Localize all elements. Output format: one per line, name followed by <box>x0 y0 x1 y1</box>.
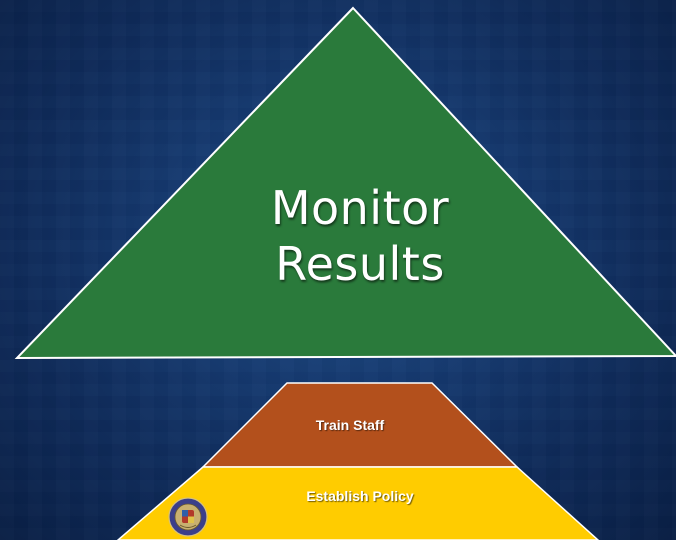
county-seal-icon <box>168 497 208 537</box>
establish-policy-trapezoid <box>116 466 600 540</box>
monitor-results-line1: Monitor <box>270 181 450 235</box>
monitor-results-label: Monitor Results <box>180 180 540 292</box>
establish-policy-label: Establish Policy <box>306 488 414 504</box>
monitor-results-line2: Results <box>275 237 445 291</box>
monitor-results-triangle <box>14 6 676 360</box>
train-staff-label: Train Staff <box>315 417 385 433</box>
